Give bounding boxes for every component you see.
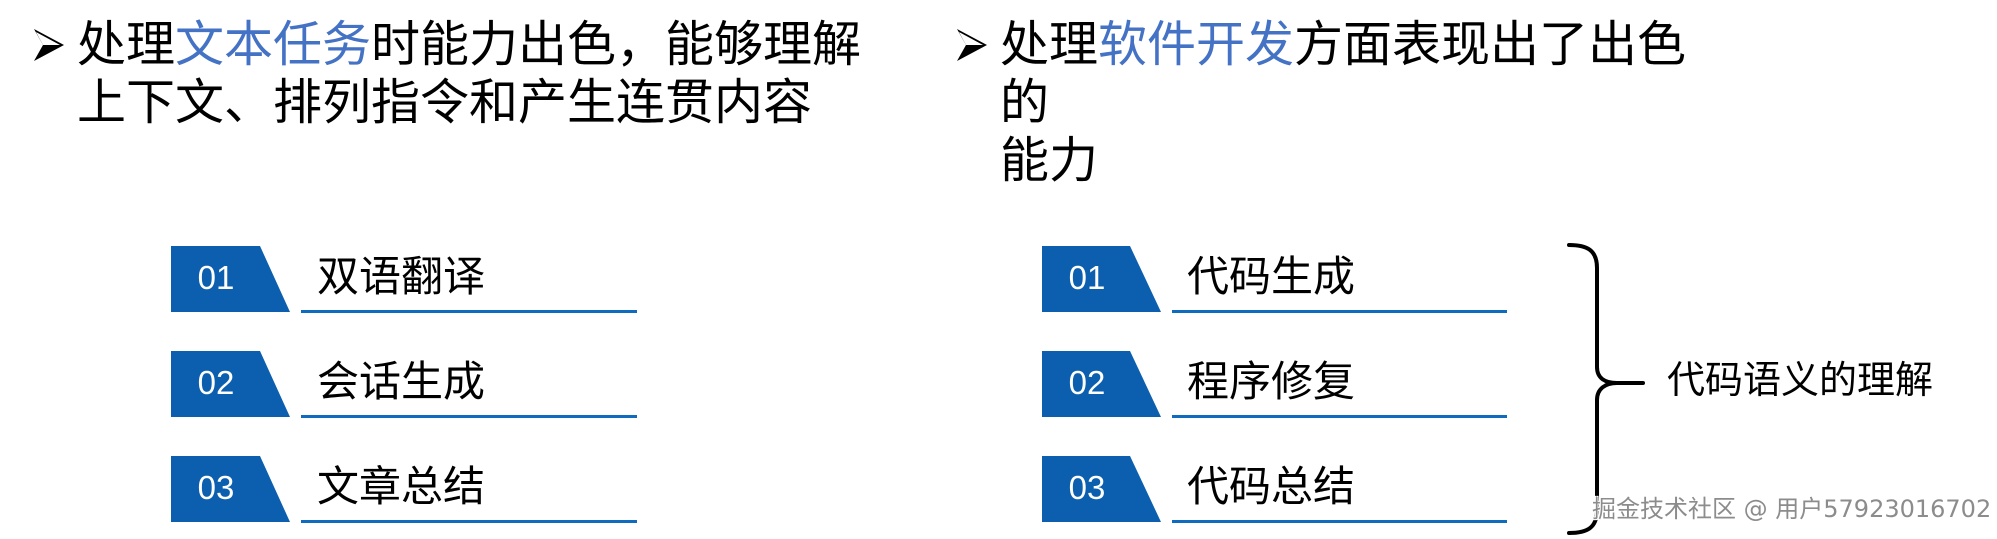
heading-suffix: 时能力出色，能够理解: [371, 16, 862, 73]
brace-label: 代码语义的理解: [1667, 358, 1934, 402]
left-heading: 处理文本任务时能力出色，能够理解 上下文、排列指令和产生连贯内容: [34, 16, 897, 132]
heading-prefix: 处理: [77, 16, 176, 73]
list-item: 01 双语翻译: [171, 246, 641, 313]
item-number: 03: [1068, 469, 1106, 506]
item-label: 文章总结: [317, 462, 486, 511]
item-number: 03: [197, 469, 235, 506]
number-badge: 03: [1042, 456, 1162, 522]
underline-divider: [301, 415, 637, 418]
number-badge: 01: [1042, 246, 1162, 312]
arrow-bullet-icon: [34, 29, 64, 61]
left-heading-line1: 处理文本任务时能力出色，能够理解: [77, 16, 897, 74]
left-heading-line2: 上下文、排列指令和产生连贯内容: [77, 74, 813, 131]
heading-suffix: 方面表现出了出色的: [1000, 16, 1687, 131]
list-item: 03 文章总结: [171, 456, 641, 523]
arrow-bullet-icon: [957, 29, 987, 61]
number-badge: 03: [171, 456, 291, 522]
number-badge: 01: [171, 246, 291, 312]
item-label: 代码总结: [1187, 462, 1356, 511]
right-heading: 处理软件开发方面表现出了出色的 能力: [957, 16, 1690, 190]
item-label: 代码生成: [1187, 252, 1356, 301]
number-badge: 02: [1042, 351, 1162, 417]
right-heading-line1: 处理软件开发方面表现出了出色的: [1000, 16, 1690, 132]
item-number: 02: [1068, 364, 1106, 401]
item-number: 01: [1068, 259, 1106, 296]
underline-divider: [301, 310, 637, 313]
right-heading-line2: 能力: [1000, 132, 1099, 189]
item-label: 程序修复: [1187, 357, 1356, 406]
list-item: 03 代码总结: [1042, 456, 1512, 523]
watermark: 掘金技术社区 @ 用户57923016702: [1592, 495, 1992, 523]
underline-divider: [301, 520, 637, 523]
item-number: 01: [197, 259, 235, 296]
underline-divider: [1172, 520, 1507, 523]
heading-highlight: 文本任务: [175, 16, 372, 73]
item-number: 02: [197, 364, 235, 401]
underline-divider: [1172, 415, 1507, 418]
underline-divider: [1172, 310, 1507, 313]
list-item: 02 程序修复: [1042, 351, 1512, 418]
list-item: 02 会话生成: [171, 351, 641, 418]
curly-brace-icon: [1567, 243, 1645, 535]
number-badge: 02: [171, 351, 291, 417]
item-label: 双语翻译: [317, 252, 486, 301]
heading-prefix: 处理: [1000, 16, 1099, 73]
item-label: 会话生成: [317, 357, 486, 406]
list-item: 01 代码生成: [1042, 246, 1512, 313]
heading-highlight: 软件开发: [1098, 16, 1295, 73]
